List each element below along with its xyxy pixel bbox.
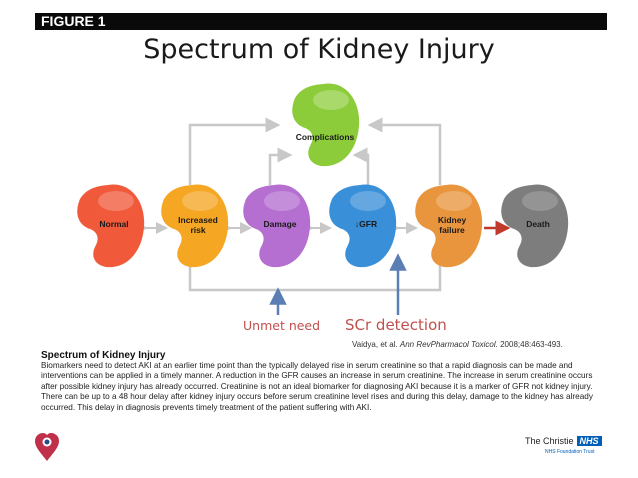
- bottom-feedback-loop: [188, 262, 442, 292]
- heart-location-icon: [34, 432, 60, 467]
- page-title: Spectrum of Kidney Injury: [143, 34, 495, 65]
- connector-damage-to-complications: [268, 147, 293, 185]
- trust-name: NHS Foundation Trust: [545, 449, 595, 455]
- unmet-need-label: Unmet need: [243, 318, 321, 333]
- citation-journal: Ann RevPharmacol Toxicol.: [399, 340, 498, 349]
- label-failure: failure: [439, 225, 465, 235]
- org-name: The Christie: [525, 436, 574, 446]
- scr-detection-label: SCr detection: [345, 316, 447, 334]
- citation: Vaidya, et al. Ann RevPharmacol Toxicol.…: [352, 340, 563, 349]
- kidney-failure: Kidney failure: [415, 184, 483, 268]
- kidney-complications: Complications: [292, 83, 360, 167]
- label-risk: risk: [190, 225, 205, 235]
- connector-kidney-failure-to-complications: [367, 117, 442, 185]
- figure-label: FIGURE 1: [41, 13, 106, 29]
- label-complications: Complications: [296, 132, 355, 142]
- kidney-increased-risk: Increased risk: [161, 184, 229, 268]
- kidney-death: Death: [501, 184, 569, 268]
- citation-details: 2008;48:463-493.: [500, 340, 563, 349]
- kidney-gfr: ↓GFR: [329, 184, 397, 268]
- kidney-normal: Normal: [77, 184, 145, 268]
- label-kidney: Kidney: [438, 215, 467, 225]
- figure-header-bar: FIGURE 1: [35, 13, 607, 30]
- citation-authors: Vaidya, et al.: [352, 340, 398, 349]
- label-damage: Damage: [263, 219, 296, 229]
- connector-increased-to-complications: [188, 117, 281, 185]
- label-normal: Normal: [99, 219, 128, 229]
- kidney-damage: Damage: [243, 184, 311, 268]
- label-increased: Increased: [178, 215, 218, 225]
- connector-gfr-to-complications: [352, 147, 370, 185]
- nhs-badge: NHS: [576, 436, 602, 446]
- label-death: Death: [526, 219, 550, 229]
- label-gfr: ↓GFR: [355, 219, 377, 229]
- caption-title: Spectrum of Kidney Injury: [41, 350, 166, 361]
- caption-body: Biomarkers need to detect AKI at an earl…: [41, 361, 593, 412]
